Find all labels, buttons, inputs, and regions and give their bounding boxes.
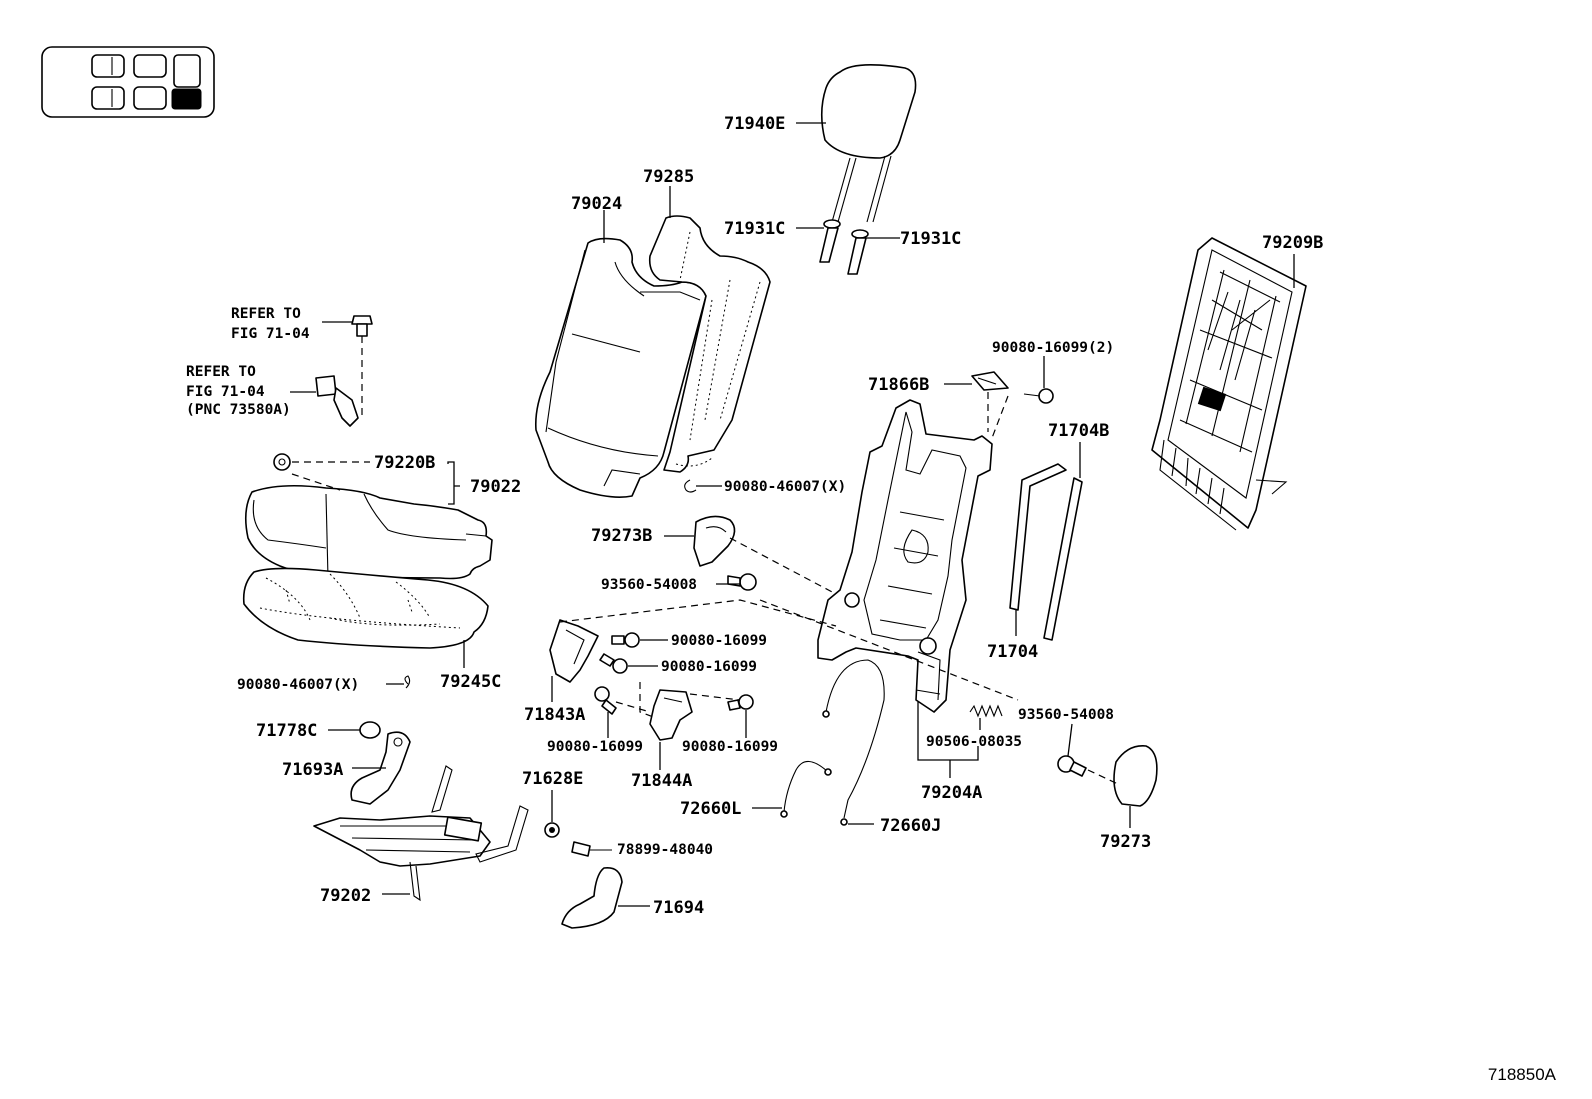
seatback-frame [817,399,993,713]
figure-id: 718850A [1487,1065,1556,1084]
label-90080-16099-2: 90080-16099(2) [992,340,1114,356]
headrest [820,64,917,223]
label-71704b: 71704B [1048,421,1109,441]
label-72660l: 72660L [680,799,741,819]
label-78899-48040: 78899-48040 [617,842,713,858]
label-71843a: 71843A [524,705,585,725]
seatback-pad [648,215,771,473]
label-71931c-left: 71931C [724,219,785,239]
refer-bolt [351,315,373,337]
side-cover-79273 [1113,745,1158,807]
bracket-71866b [971,371,1009,391]
label-93560-54008-b: 93560-54008 [1018,707,1114,723]
label-71866b: 71866B [868,375,929,395]
label-71931c-right: 71931C [900,229,961,249]
refer-anchor-bracket [315,375,359,427]
refer-text-2b: FIG 71-04 [186,384,265,400]
label-90506-08035: 90506-08035 [926,734,1022,750]
label-79202: 79202 [320,886,371,906]
label-71628e: 71628E [522,769,583,789]
label-93560-54008-a: 93560-54008 [601,577,697,593]
label-90080-16099-a: 90080-16099 [671,633,767,649]
spring-90506-08035 [969,704,1003,718]
recliner-cover-71694 [561,866,623,929]
label-79022: 79022 [470,477,521,497]
label-71940e: 71940E [724,114,785,134]
label-79273: 79273 [1100,832,1151,852]
label-79220b: 79220B [374,453,435,473]
clip-79220b [273,453,291,471]
refer-text-2c: (PNC 73580A) [186,402,291,418]
clip-cushion [404,675,411,689]
seatback-board [1151,237,1307,531]
seat-cushion-cover [244,484,493,580]
seat-location-key [41,46,215,118]
label-71694: 71694 [653,898,704,918]
cable-72660j [822,659,885,826]
label-90080-46007-seatback: 90080-46007(X) [724,479,846,495]
label-90080-16099-d: 90080-16099 [682,739,778,755]
bolt-93560-54008-a [727,573,757,591]
label-79209b: 79209B [1262,233,1323,253]
bolt-93560-54008-b [1057,755,1087,777]
headrest-support-left [819,219,841,263]
clip-seatback [684,479,697,493]
label-90080-46007-cushion: 90080-46007(X) [237,677,359,693]
label-90080-16099-c: 90080-16099 [547,739,643,755]
label-72660j: 72660J [880,816,941,836]
label-71778c: 71778C [256,721,317,741]
cap-71778c [359,721,381,739]
refer-text-2a: REFER TO [186,364,256,380]
label-71844a: 71844A [631,771,692,791]
refer-text-1a: REFER TO [231,306,301,322]
bolt-90080-16099-a [611,632,640,648]
label-71704: 71704 [987,642,1038,662]
refer-text-1b: FIG 71-04 [231,326,310,342]
headrest-support-right [847,229,869,275]
hinge-cover-71843a [549,619,599,683]
label-79204a: 79204A [921,783,982,803]
seat-cushion-pad [242,567,489,649]
bolt-78899-48040 [571,841,612,857]
frame-wire-71704b [1043,477,1083,641]
frame-wire-71704 [1009,463,1067,611]
seat-frame-79202 [313,765,529,902]
cable-72660l [780,760,832,818]
label-79024: 79024 [571,194,622,214]
label-79285: 79285 [643,167,694,187]
label-79273b: 79273B [591,526,652,546]
bolt-90080-16099-b [599,653,628,674]
bolt-90080-16099-c [594,686,617,715]
bolt-90080-16099-d [727,694,754,711]
nut-71628e [544,822,560,838]
hinge-cover-71844a [649,689,693,741]
label-71693a: 71693A [282,760,343,780]
bolt-90080-16099-2 [1023,388,1054,404]
label-79245c: 79245C [440,672,501,692]
seatback-cover [534,237,707,498]
side-cover-79273b [693,515,736,567]
label-90080-16099-b: 90080-16099 [661,659,757,675]
recliner-cover-71693a [350,731,411,805]
